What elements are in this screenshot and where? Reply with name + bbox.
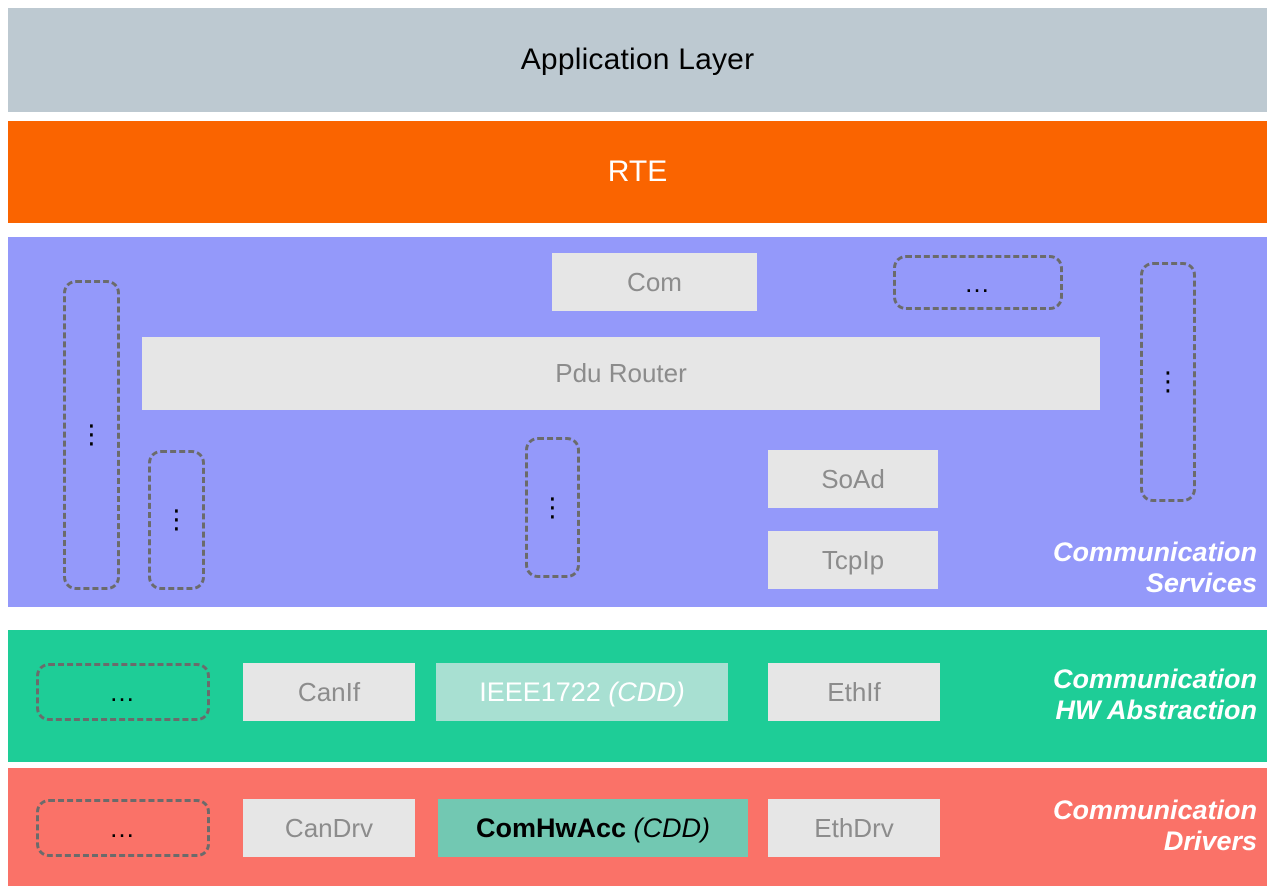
vertical-ellipsis-icon: ⋮: [1155, 366, 1181, 397]
placeholder-middle: ⋮: [525, 437, 580, 578]
placeholder-hw-abstraction: …: [36, 663, 210, 721]
vertical-ellipsis-icon: ⋮: [78, 419, 105, 450]
module-tcpip-label: TcpIp: [821, 544, 885, 575]
module-ieee1722-cdd[interactable]: IEEE1722 (CDD): [436, 663, 728, 721]
communication-drivers-caption: Communication Drivers: [1052, 795, 1257, 856]
vertical-ellipsis-icon: ⋮: [163, 504, 190, 535]
communication-services-caption: Communication Services: [1052, 537, 1257, 598]
application-layer-title: Application Layer: [520, 43, 755, 76]
communication-services-layer: ⋮ ⋮ ⋮ … ⋮ Com Pdu Router SoAd TcpIp Comm…: [8, 237, 1267, 607]
placeholder-right-tall: ⋮: [1140, 262, 1196, 502]
module-com[interactable]: Com: [552, 253, 757, 311]
module-ethdrv-label: EthDrv: [814, 812, 894, 843]
module-canif[interactable]: CanIf: [243, 663, 415, 721]
placeholder-left-tall: ⋮: [63, 280, 120, 590]
module-com-label: Com: [627, 266, 682, 297]
module-canif-label: CanIf: [297, 676, 361, 707]
module-comhwacc-cdd[interactable]: ComHwAcc (CDD): [438, 799, 748, 857]
module-ethif-label: EthIf: [827, 676, 881, 707]
module-ieee1722-label: IEEE1722: [479, 676, 601, 707]
module-candrv[interactable]: CanDrv: [243, 799, 415, 857]
communication-hw-abstraction-layer: … CanIf IEEE1722 (CDD) EthIf Communicati…: [8, 630, 1267, 762]
vertical-ellipsis-icon: ⋮: [539, 491, 566, 522]
communication-drivers-layer: … CanDrv ComHwAcc (CDD) EthDrv Communica…: [8, 768, 1267, 886]
module-pdu-router[interactable]: Pdu Router: [142, 337, 1100, 410]
module-candrv-label: CanDrv: [284, 812, 374, 843]
module-comhwacc-label: ComHwAcc: [475, 812, 627, 843]
placeholder-top-right: …: [893, 255, 1063, 310]
communication-hw-abstraction-caption: Communication HW Abstraction: [1052, 664, 1257, 725]
horizontal-ellipsis-icon: …: [964, 267, 992, 298]
placeholder-drivers: …: [36, 799, 210, 857]
rte-layer: RTE: [8, 121, 1267, 223]
module-ethif[interactable]: EthIf: [768, 663, 940, 721]
module-ieee1722-cdd-suffix: (CDD): [608, 676, 685, 707]
placeholder-left-short: ⋮: [148, 450, 205, 590]
module-tcpip[interactable]: TcpIp: [768, 531, 938, 589]
horizontal-ellipsis-icon: …: [109, 813, 137, 843]
module-pdu-router-label: Pdu Router: [555, 358, 687, 388]
module-soad[interactable]: SoAd: [768, 450, 938, 508]
module-comhwacc-cdd-suffix: (CDD): [633, 812, 711, 843]
module-ethdrv[interactable]: EthDrv: [768, 799, 940, 857]
application-layer: Application Layer: [8, 8, 1267, 112]
horizontal-ellipsis-icon: …: [109, 677, 137, 707]
rte-layer-title: RTE: [607, 155, 668, 188]
module-soad-label: SoAd: [821, 463, 885, 494]
